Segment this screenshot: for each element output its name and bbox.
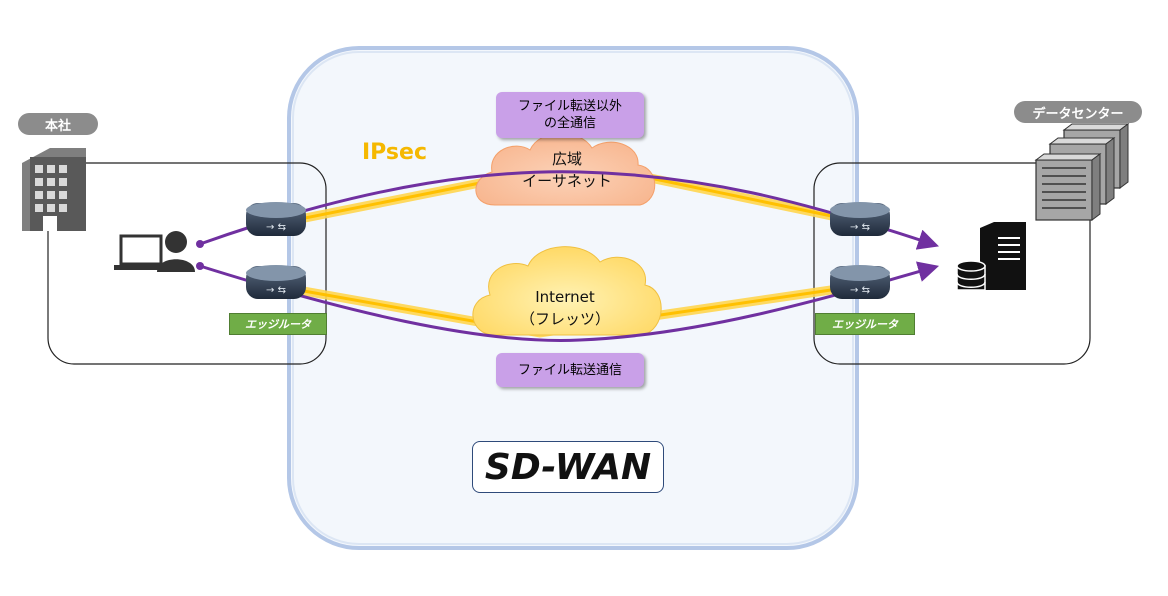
traffic-line-top [199,170,939,250]
dc-site-box [813,162,1091,365]
building-icon [22,148,86,231]
wan-cloud-line2: イーサネット [522,172,612,190]
router-icon-hq-top: → ⇆ [246,202,306,236]
internet-cloud [472,246,662,336]
svg-text:→ ⇆: → ⇆ [266,285,286,296]
svg-text:→ ⇆: → ⇆ [850,285,870,296]
top-traffic-box: ファイル転送以外 の全通信 [496,92,644,138]
sdwan-label: SD-WAN [472,441,664,493]
internet-cloud-line1: Internet [535,288,595,306]
internet-cloud-label: Internet （フレッツ） [490,286,640,330]
internet-cloud-line2: （フレッツ） [519,310,610,328]
edge-router-label-left: エッジルータ [229,313,327,335]
bottom-traffic-box: ファイル転送通信 [496,353,644,387]
database-server-icon [956,222,1026,291]
svg-text:→ ⇆: → ⇆ [266,222,286,233]
traffic-line-bottom [199,261,940,342]
router-icon-dc-top: → ⇆ [830,202,890,236]
ipsec-label: IPsec [362,140,427,165]
wan-cloud-label: 広域 イーサネット [492,148,642,192]
hq-label: 本社 [18,113,98,135]
edge-router-label-right: エッジルータ [815,313,915,335]
router-icon-dc-bottom: → ⇆ [830,265,890,299]
router-icon-hq-bottom: → ⇆ [246,265,306,299]
wan-cloud-line1: 広域 [551,150,582,168]
user-pc-icon [114,231,195,272]
server-rack-icon [1034,123,1130,221]
datacenter-label: データセンター [1014,101,1142,123]
top-traffic-box-line1: ファイル転送以外 [517,99,622,114]
top-traffic-box-line2: の全通信 [543,116,596,131]
svg-text:→ ⇆: → ⇆ [850,222,870,233]
hq-site-box [47,162,327,365]
